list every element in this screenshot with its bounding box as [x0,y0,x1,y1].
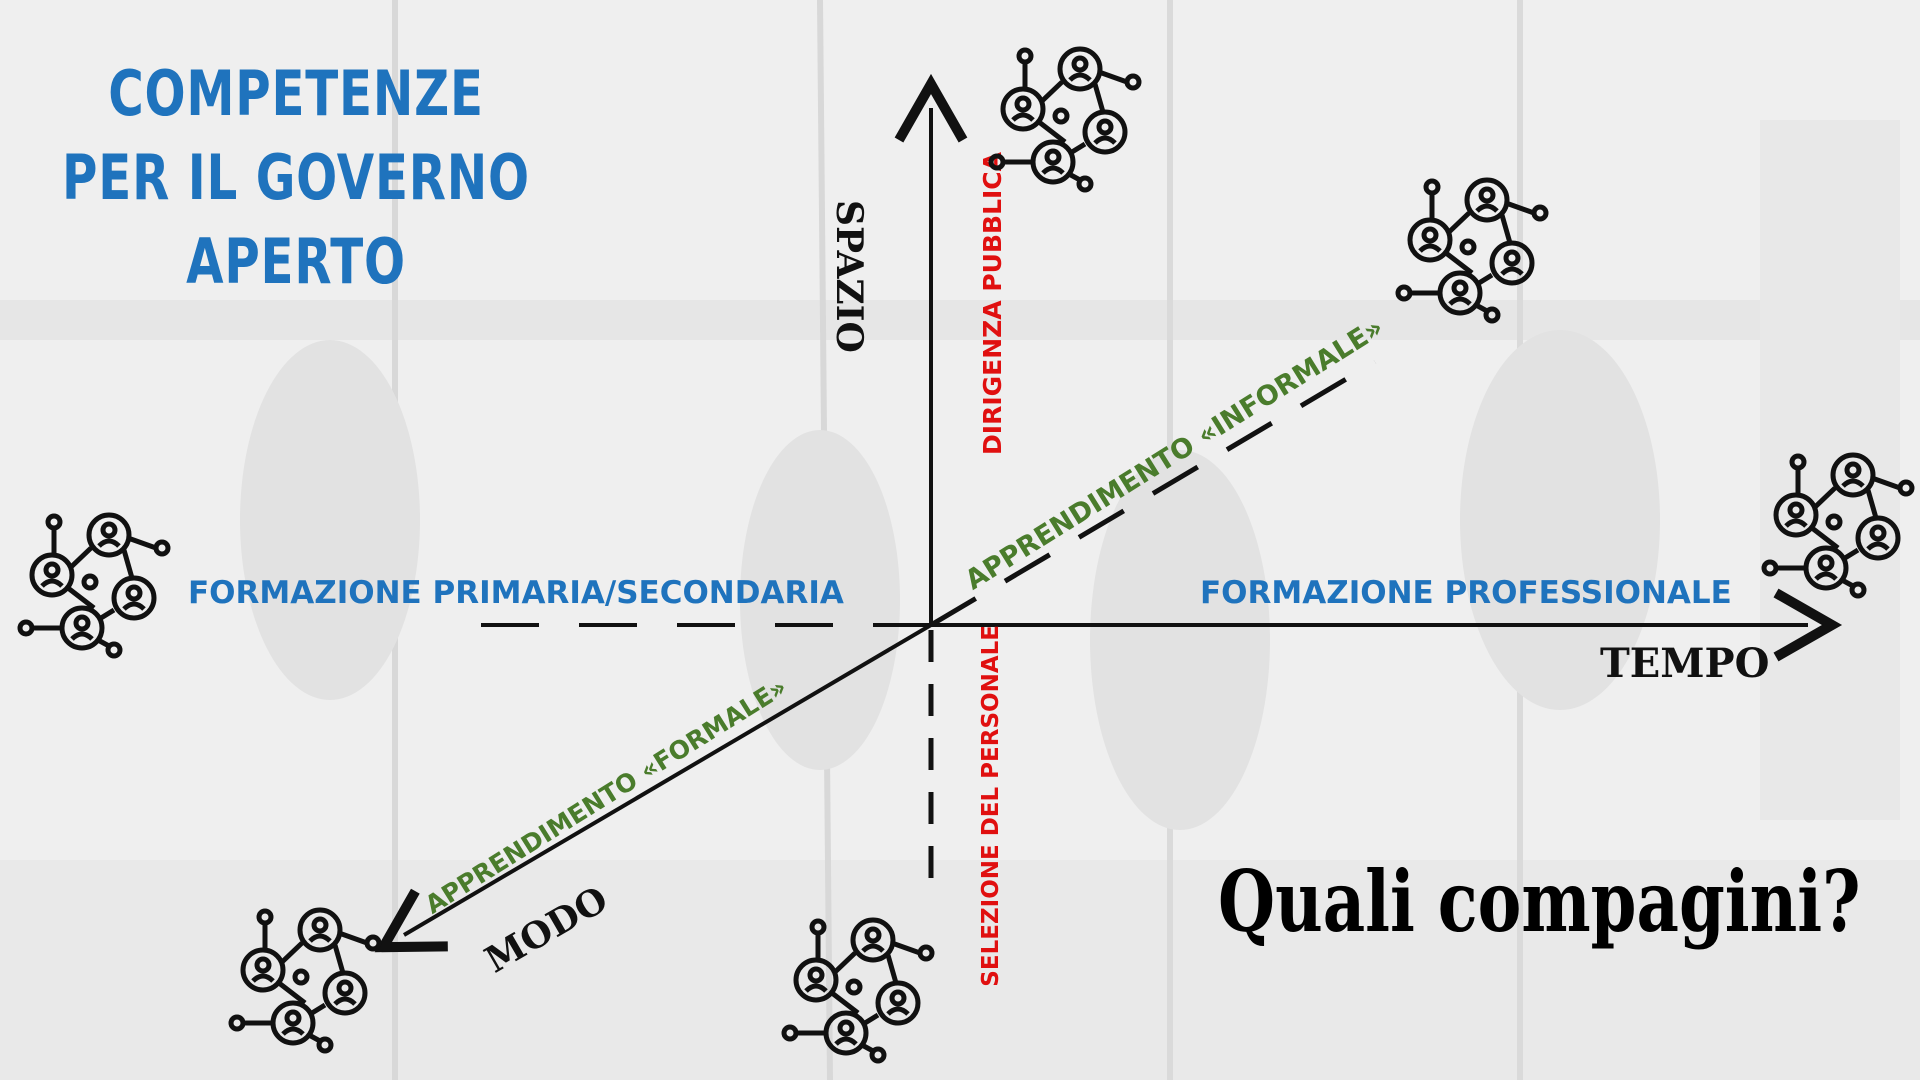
label-selezione-personale: SELEZIONE DEL PERSONALE [978,625,1004,987]
x-axis-label: TEMPO [1600,640,1770,687]
y-axis-label: SPAZIO [828,200,870,353]
page-title: COMPETENZE PER IL GOVERNO APERTO [62,57,530,298]
label-formazione-professionale: FORMAZIONE PROFESSIONALE [1200,575,1732,611]
z-axis-dashed [929,359,1377,628]
network-people-icon [1761,452,1915,599]
question-text: Quali compagini? [1218,852,1861,951]
label-dirigenza-pubblica: DIRIGENZA PUBBLICA [978,152,1007,455]
network-people-icon [17,512,171,659]
z-axis [374,623,933,953]
label-formazione-primaria: FORMAZIONE PRIMARIA/SECONDARIA [188,575,844,611]
network-people-icon [228,907,382,1054]
network-people-icon [988,46,1142,193]
network-people-icon [1395,177,1549,324]
network-people-icon [781,917,935,1064]
